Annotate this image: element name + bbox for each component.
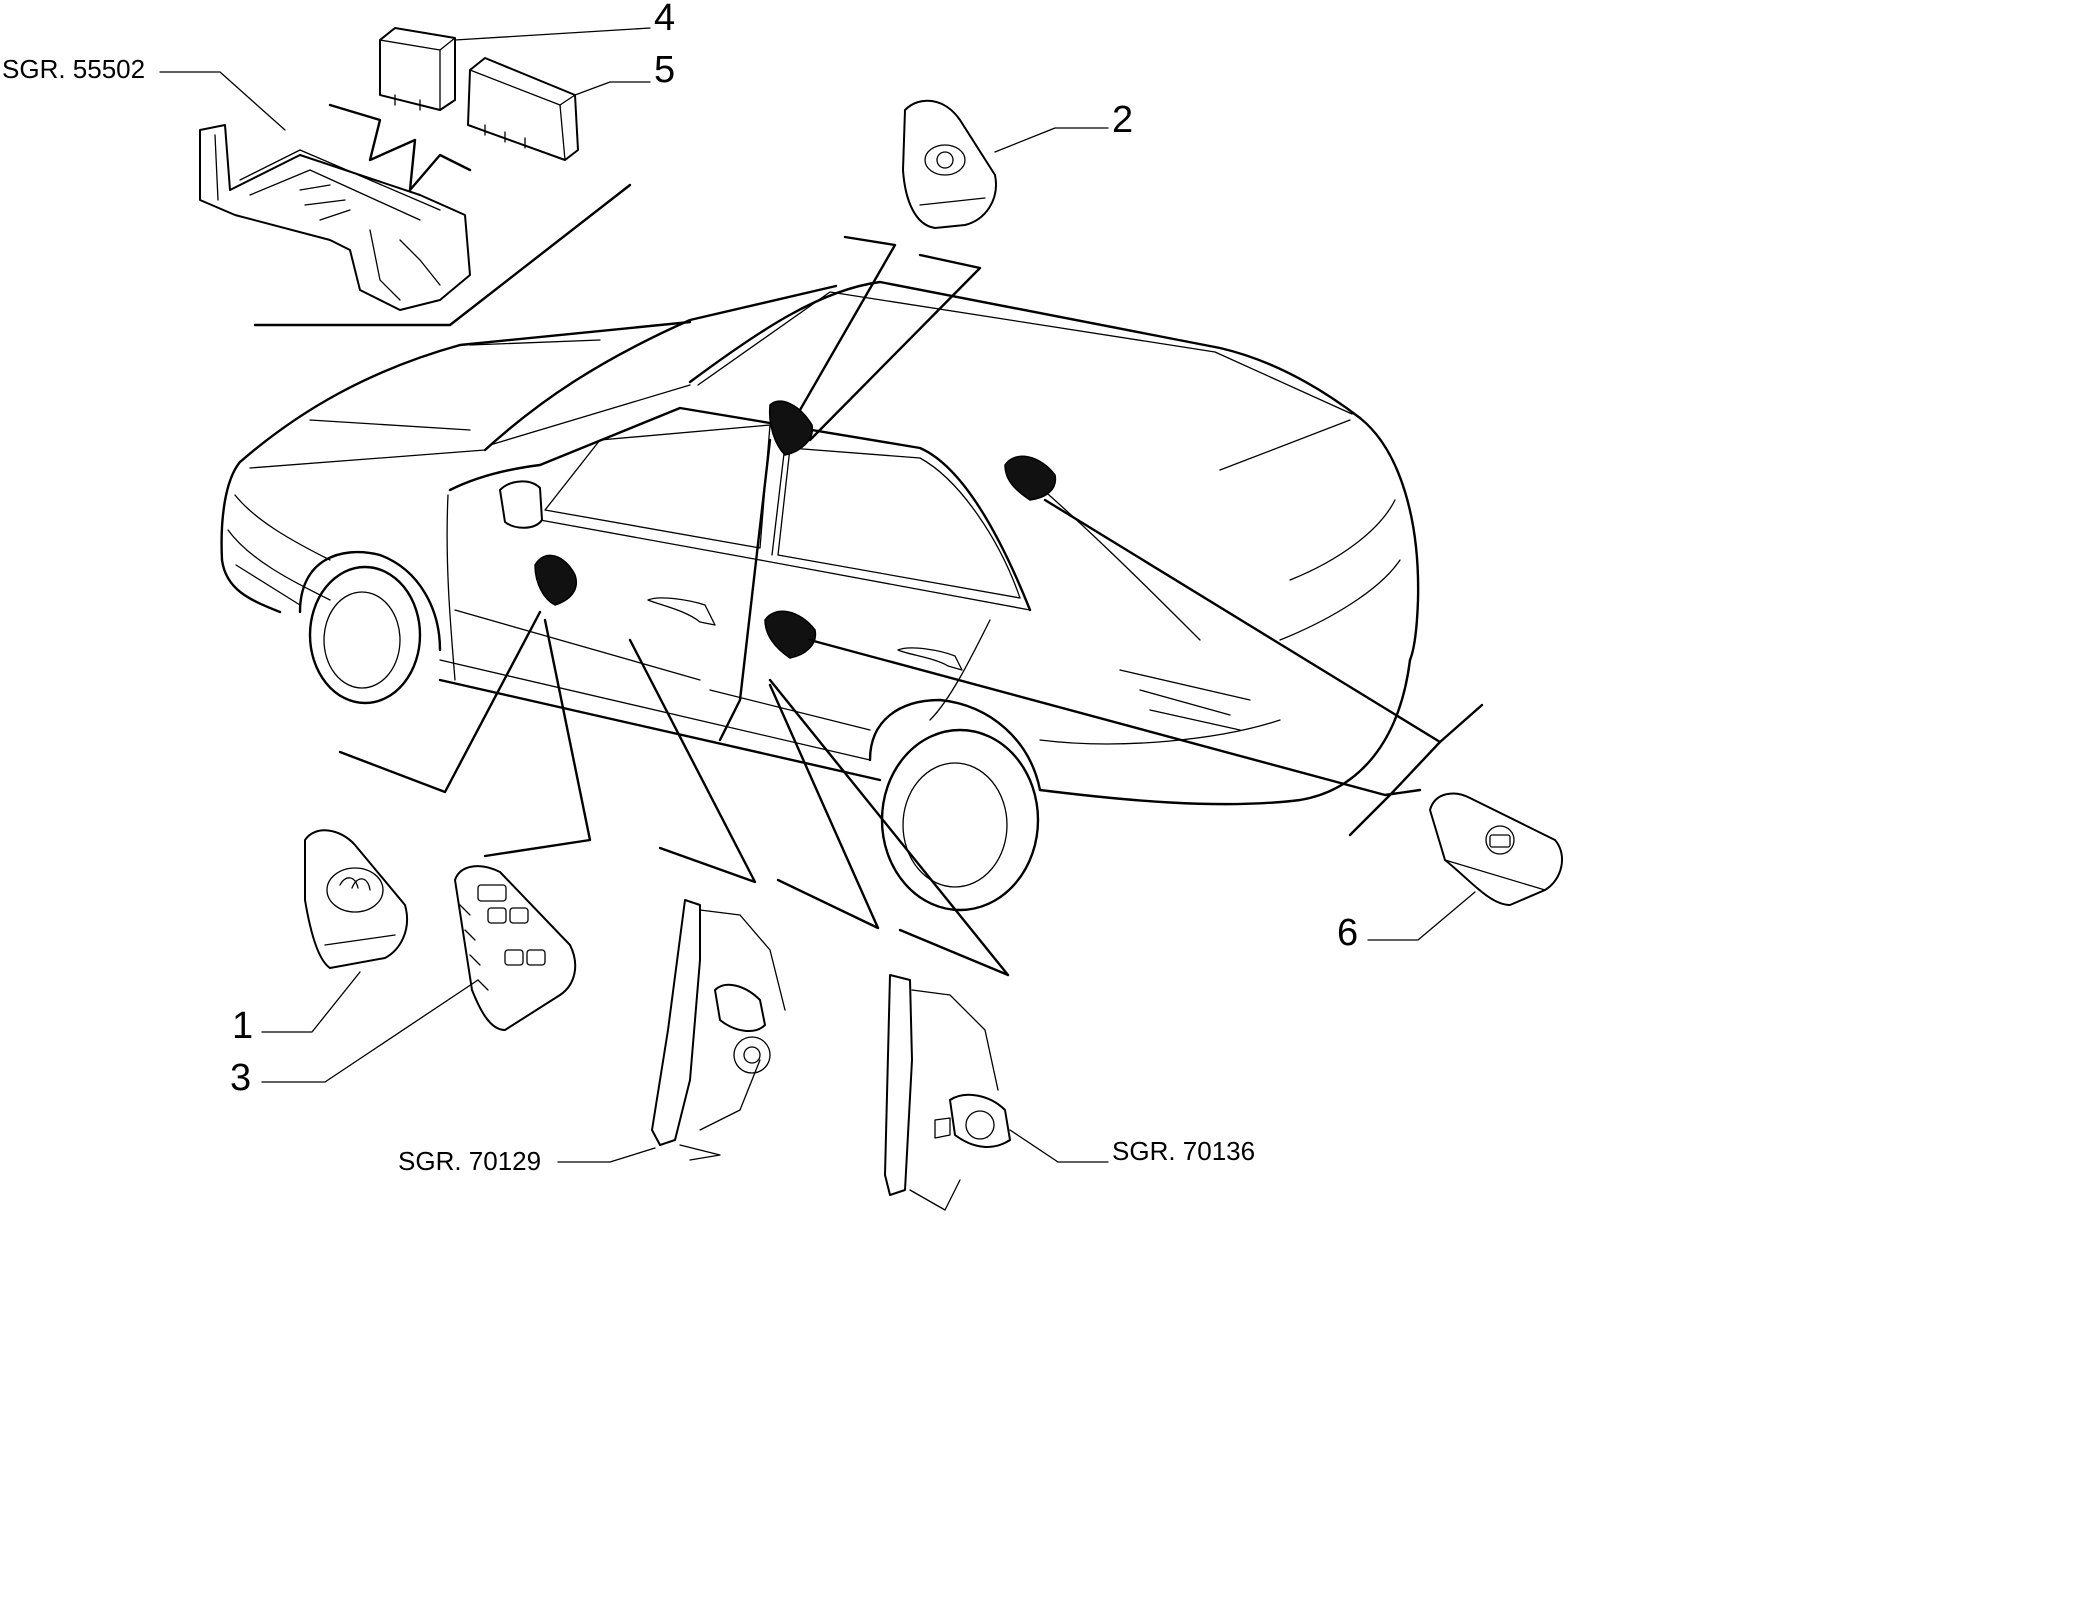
car-body-illustration bbox=[220, 280, 1420, 912]
ref-label-70136: SGR. 70136 bbox=[1112, 1136, 1255, 1166]
switch-markers-on-car bbox=[534, 400, 1057, 659]
ref-label-70129: SGR. 70129 bbox=[398, 1146, 541, 1176]
callout-6: 6 bbox=[1337, 912, 1358, 954]
marker-rear-left-door bbox=[764, 610, 817, 659]
explosion-leader-lines bbox=[253, 103, 1484, 977]
marker-rear-right-door bbox=[1004, 455, 1057, 501]
part-6-switch bbox=[1429, 792, 1563, 906]
window-regulator-70129 bbox=[651, 899, 786, 1161]
callout-leaders bbox=[159, 27, 1476, 1163]
callout-4: 4 bbox=[654, 0, 675, 39]
callout-3: 3 bbox=[230, 1057, 251, 1099]
callout-labels: SGR. 55502 4 5 2 1 3 6 SGR. 70129 SGR. 7… bbox=[2, 0, 1358, 1176]
marker-center-pillar bbox=[768, 400, 814, 456]
marker-front-left-door bbox=[534, 554, 577, 606]
exploded-parts-diagram: SGR. 55502 4 5 2 1 3 6 SGR. 70129 SGR. 7… bbox=[2, 0, 1563, 1211]
part-5-relay bbox=[467, 57, 579, 161]
part-4-relay bbox=[379, 27, 456, 111]
window-regulator-70136 bbox=[884, 974, 1011, 1211]
part-3-switch bbox=[454, 865, 577, 1031]
ref-label-55502: SGR. 55502 bbox=[2, 54, 145, 84]
callout-5: 5 bbox=[654, 49, 675, 91]
callout-1: 1 bbox=[232, 1005, 253, 1047]
part-2-switch bbox=[902, 99, 997, 229]
part-1-switch bbox=[304, 829, 409, 969]
wiring-bracket-55502 bbox=[199, 124, 471, 311]
callout-2: 2 bbox=[1112, 99, 1133, 141]
